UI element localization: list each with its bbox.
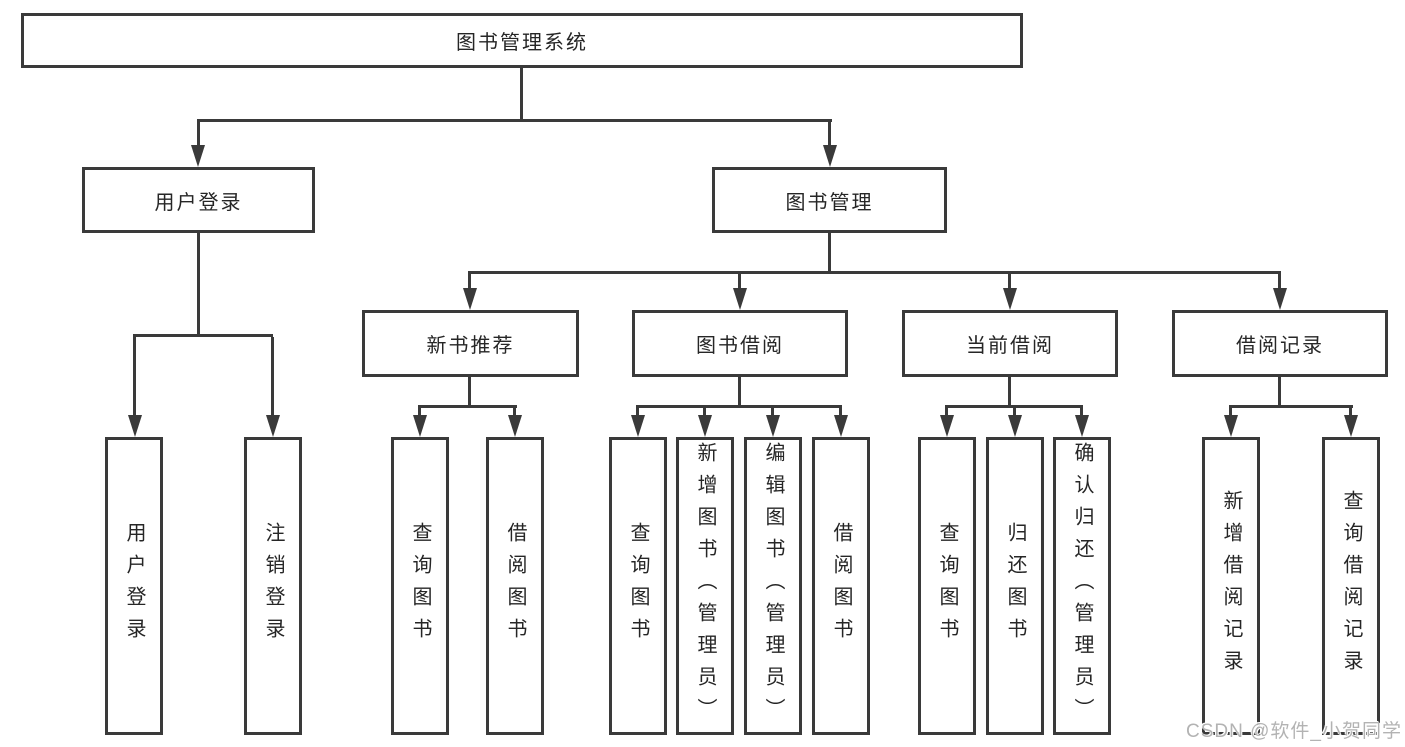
- node-current-borrow: 当前借阅: [902, 310, 1118, 377]
- connector-line: [1349, 408, 1352, 418]
- arrowhead-down: [766, 415, 780, 437]
- leaf-query-borrow-record: 查询借阅记录: [1322, 437, 1380, 735]
- leaf-label: 新增借阅记录: [1220, 490, 1242, 682]
- arrowhead-down: [1224, 415, 1238, 437]
- connector-line: [738, 274, 741, 288]
- leaf-return-book: 归还图书: [986, 437, 1044, 735]
- connector-line: [418, 405, 517, 408]
- leaf-borrow-book-recommend: 借阅图书: [486, 437, 544, 735]
- node-label: 图书管理: [785, 191, 874, 214]
- leaf-add-borrow-record: 新增借阅记录: [1202, 437, 1260, 735]
- leaf-borrow-book: 借阅图书: [812, 437, 870, 735]
- arrowhead-down: [1003, 288, 1017, 310]
- connector-line: [1008, 274, 1011, 288]
- connector-line: [1013, 408, 1016, 418]
- leaf-query-book-current: 查询图书: [918, 437, 976, 735]
- connector-line: [468, 274, 471, 288]
- arrowhead-down: [1344, 415, 1358, 437]
- node-library-management-system: 图书管理系统: [21, 13, 1023, 68]
- arrowhead-down: [128, 415, 142, 437]
- node-new-book-recommend: 新书推荐: [362, 310, 579, 377]
- leaf-add-book-admin: 新增图书（管理员）: [676, 437, 734, 735]
- connector-line: [513, 408, 516, 418]
- connector-line: [468, 271, 1281, 274]
- leaf-confirm-return-admin: 确认归还（管理员）: [1053, 437, 1111, 735]
- connector-line: [520, 68, 523, 120]
- arrowhead-down: [413, 415, 427, 437]
- connector-line: [197, 122, 200, 147]
- connector-line: [271, 337, 274, 415]
- node-book-borrow: 图书借阅: [632, 310, 848, 377]
- leaf-label: 新增图书（管理员）: [694, 442, 716, 730]
- connector-line: [636, 408, 639, 418]
- connector-line: [1278, 377, 1281, 407]
- arrowhead-down: [940, 415, 954, 437]
- leaf-label: 借阅图书: [504, 522, 526, 650]
- connector-line: [828, 122, 831, 147]
- connector-line: [1229, 405, 1353, 408]
- connector-line: [197, 233, 200, 335]
- arrowhead-down: [1273, 288, 1287, 310]
- arrowhead-down: [266, 415, 280, 437]
- node-user-login: 用户登录: [82, 167, 315, 233]
- connector-line: [839, 408, 842, 418]
- leaf-label: 借阅图书: [830, 522, 852, 650]
- connector-line: [945, 408, 948, 418]
- arrowhead-down: [1008, 415, 1022, 437]
- connector-line: [133, 337, 136, 415]
- arrowhead-down: [823, 145, 837, 167]
- connector-line: [828, 233, 831, 273]
- connector-line: [945, 405, 1083, 408]
- leaf-edit-book-admin: 编辑图书（管理员）: [744, 437, 802, 735]
- arrowhead-down: [508, 415, 522, 437]
- node-label: 图书管理系统: [456, 32, 588, 54]
- arrowhead-down: [834, 415, 848, 437]
- node-label: 当前借阅: [966, 335, 1054, 357]
- node-label: 新书推荐: [426, 335, 515, 357]
- leaf-label: 归还图书: [1004, 522, 1026, 650]
- arrowhead-down: [698, 415, 712, 437]
- node-label: 用户登录: [154, 191, 243, 214]
- leaf-label: 查询图书: [936, 522, 958, 650]
- leaf-user-login: 用户登录: [105, 437, 163, 735]
- arrowhead-down: [631, 415, 645, 437]
- arrowhead-down: [191, 145, 205, 167]
- connector-line: [738, 377, 741, 407]
- leaf-query-book-borrow: 查询图书: [609, 437, 667, 735]
- connector-line: [1229, 408, 1232, 418]
- leaf-label: 查询借阅记录: [1340, 490, 1362, 682]
- connector-line: [636, 405, 842, 408]
- leaf-query-book-recommend: 查询图书: [391, 437, 449, 735]
- connector-line: [468, 377, 471, 407]
- leaf-label: 确认归还（管理员）: [1071, 442, 1093, 730]
- node-label: 借阅记录: [1236, 335, 1324, 357]
- arrowhead-down: [733, 288, 747, 310]
- connector-line: [771, 408, 774, 418]
- connector-line: [197, 119, 832, 122]
- csdn-watermark: CSDN @软件_小贺同学: [1186, 721, 1402, 742]
- node-book-management: 图书管理: [712, 167, 947, 233]
- leaf-logout: 注销登录: [244, 437, 302, 735]
- connector-line: [1278, 274, 1281, 288]
- node-label: 图书借阅: [696, 335, 784, 357]
- leaf-label: 用户登录: [123, 522, 145, 650]
- leaf-label: 编辑图书（管理员）: [762, 442, 784, 730]
- connector-line: [133, 334, 273, 337]
- connector-line: [418, 408, 421, 418]
- connector-line: [703, 408, 706, 418]
- connector-line: [1008, 377, 1011, 407]
- leaf-label: 注销登录: [262, 522, 284, 650]
- node-borrow-records: 借阅记录: [1172, 310, 1388, 377]
- arrowhead-down: [1075, 415, 1089, 437]
- leaf-label: 查询图书: [409, 522, 431, 650]
- connector-line: [1080, 408, 1083, 418]
- leaf-label: 查询图书: [627, 522, 649, 650]
- arrowhead-down: [463, 288, 477, 310]
